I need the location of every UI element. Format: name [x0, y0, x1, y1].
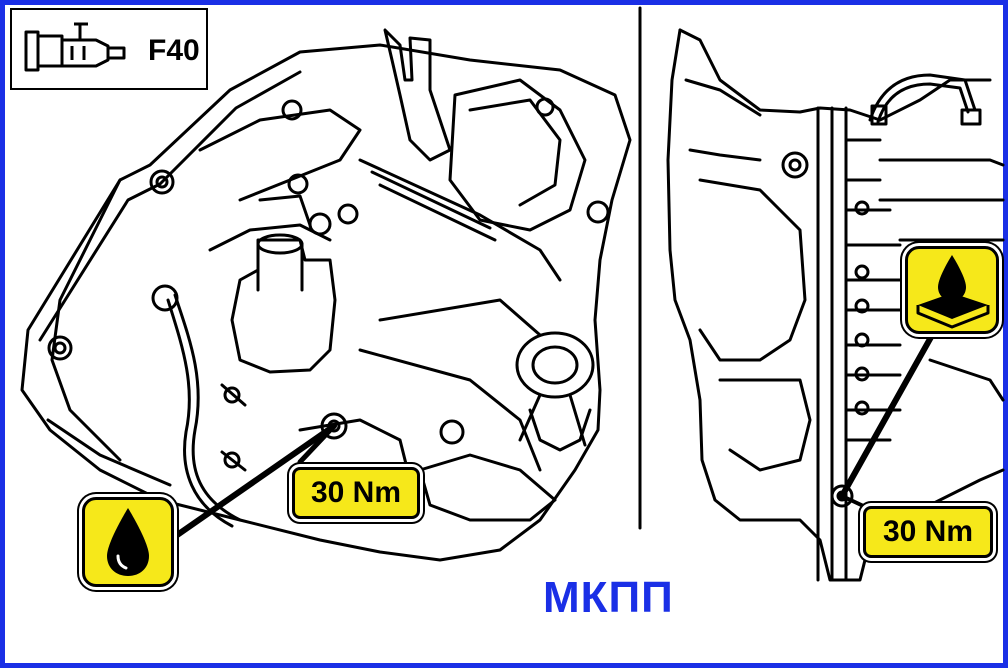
torque-label-left: 30 Nm [292, 467, 420, 519]
drain-plug-right [830, 484, 854, 508]
left-gearbox-drawing [20, 28, 632, 562]
caption-manual-transmission: МКПП [543, 573, 674, 622]
gearbox-icon [24, 22, 126, 72]
torque-label-right: 30 Nm [863, 506, 993, 558]
oil-drop-badge [82, 497, 174, 587]
model-identifier-box: F40 [10, 8, 208, 90]
model-code: F40 [148, 34, 200, 67]
drain-plug-left [320, 412, 348, 440]
oil-pan-icon [916, 255, 990, 329]
right-gearbox-drawing [666, 28, 1005, 582]
oil-pan-badge [905, 246, 999, 334]
oil-drop-icon [107, 508, 149, 576]
